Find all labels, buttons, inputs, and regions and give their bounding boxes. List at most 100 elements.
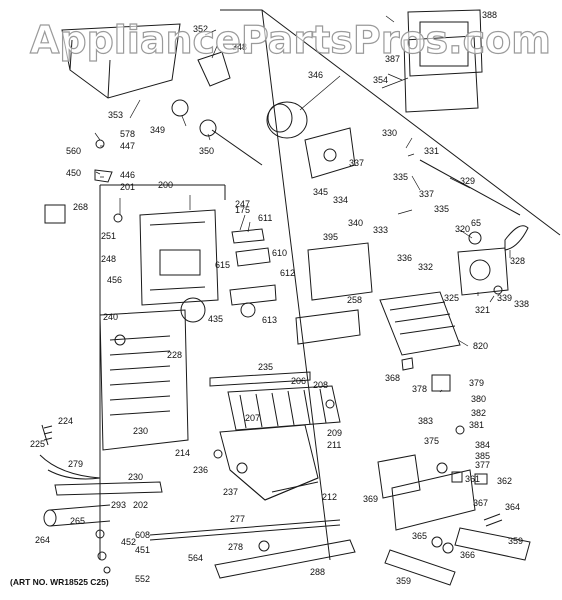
dispenser-frame-388 xyxy=(407,9,483,77)
evaporator-247 xyxy=(139,209,219,306)
part-label-451: 451 xyxy=(135,545,150,555)
part-label-613: 613 xyxy=(262,315,277,325)
part-label-380: 380 xyxy=(471,394,486,404)
part-label-610: 610 xyxy=(272,248,287,258)
part-label-375: 375 xyxy=(424,436,439,446)
part-label-369: 369 xyxy=(363,494,378,504)
fan-bracket-612 xyxy=(229,284,277,306)
kickplate-288 xyxy=(214,539,356,579)
fan-motor-346 xyxy=(266,101,308,139)
shelf-235 xyxy=(209,371,311,387)
part-label-388: 388 xyxy=(482,10,497,20)
part-label-352: 352 xyxy=(193,24,208,34)
part-label-359a: 359 xyxy=(396,576,411,586)
part-label-214: 214 xyxy=(175,448,190,458)
evaporator-coil-228 xyxy=(99,309,189,451)
part-label-251: 251 xyxy=(101,231,116,241)
part-label-335a: 335 xyxy=(393,172,408,182)
part-label-206: 206 xyxy=(291,376,306,386)
part-label-328: 328 xyxy=(510,256,525,266)
part-label-446: 446 xyxy=(120,170,135,180)
part-label-278: 278 xyxy=(228,542,243,552)
part-label-364: 364 xyxy=(505,502,520,512)
part-label-207: 207 xyxy=(245,413,260,423)
part-label-552: 552 xyxy=(135,574,150,584)
part-label-248: 248 xyxy=(101,254,116,264)
part-label-279: 279 xyxy=(68,459,83,469)
part-label-320: 320 xyxy=(455,224,470,234)
part-label-456: 456 xyxy=(107,275,122,285)
part-label-348: 348 xyxy=(232,42,247,52)
part-label-175: 175 xyxy=(235,205,250,215)
part-label-611: 611 xyxy=(258,213,272,223)
part-label-340: 340 xyxy=(348,218,363,228)
part-label-321: 321 xyxy=(475,305,490,315)
part-label-560: 560 xyxy=(66,146,81,156)
part-label-379: 379 xyxy=(469,378,484,388)
part-label-367: 367 xyxy=(473,498,488,508)
part-label-450: 450 xyxy=(66,168,81,178)
part-label-345: 345 xyxy=(313,187,328,197)
dispenser-frame-387 xyxy=(403,35,479,113)
part-label-346: 346 xyxy=(308,70,323,80)
grommet-349 xyxy=(171,99,189,117)
part-label-225: 225 xyxy=(30,439,45,449)
part-label-212: 212 xyxy=(322,492,337,502)
part-label-435: 435 xyxy=(208,314,223,324)
paddle-328 xyxy=(504,225,529,251)
part-label-339: 339 xyxy=(497,293,512,303)
part-label-615: 615 xyxy=(215,260,230,270)
spring-350 xyxy=(199,119,217,137)
part-label-336: 336 xyxy=(397,253,412,263)
part-label-335b: 335 xyxy=(434,204,449,214)
part-label-387: 387 xyxy=(385,54,400,64)
part-label-331: 331 xyxy=(424,146,439,156)
part-label-201: 201 xyxy=(120,182,135,192)
part-label-325: 325 xyxy=(444,293,459,303)
part-label-612: 612 xyxy=(280,268,295,278)
part-label-452: 452 xyxy=(121,537,136,547)
valve-block xyxy=(391,469,476,531)
part-label-211: 211 xyxy=(327,440,341,450)
part-label-224: 224 xyxy=(58,416,73,426)
part-label-337b: 337 xyxy=(419,189,434,199)
part-label-332: 332 xyxy=(418,262,433,272)
ice-bucket xyxy=(61,23,181,99)
part-label-365: 365 xyxy=(412,531,427,541)
cover-395 xyxy=(307,242,373,301)
valve-369 xyxy=(377,454,421,499)
part-label-366: 366 xyxy=(460,550,475,560)
part-label-240: 240 xyxy=(103,312,118,322)
part-label-237: 237 xyxy=(223,487,238,497)
part-label-382: 382 xyxy=(471,408,486,418)
part-label-202: 202 xyxy=(133,500,148,510)
part-label-354: 354 xyxy=(373,75,388,85)
solenoid-378 xyxy=(431,374,451,392)
channel-202 xyxy=(54,481,163,496)
part-label-350: 350 xyxy=(199,146,214,156)
part-label-385: 385 xyxy=(475,451,490,461)
drain-tube-225 xyxy=(39,454,101,480)
part-label-258: 258 xyxy=(347,295,362,305)
part-label-820: 820 xyxy=(473,341,488,351)
bracket-359a xyxy=(384,549,456,586)
part-label-337a: 337 xyxy=(349,158,364,168)
part-label-209: 209 xyxy=(327,428,342,438)
bracket-348 xyxy=(197,51,231,87)
icemaker-motor-325 xyxy=(457,247,509,296)
bracket-610 xyxy=(235,247,271,267)
part-label-265: 265 xyxy=(70,516,85,526)
trim-258 xyxy=(295,309,361,345)
part-label-264: 264 xyxy=(35,535,50,545)
part-label-277: 277 xyxy=(230,514,245,524)
part-label-447: 447 xyxy=(120,141,135,151)
heater-224 xyxy=(41,424,53,446)
cabinet-outline xyxy=(99,9,561,561)
part-label-65: 65 xyxy=(471,218,481,228)
bracket-611 xyxy=(231,228,265,244)
part-label-384: 384 xyxy=(475,440,490,450)
part-label-247: 247 xyxy=(235,199,250,209)
wire-shelf-206 xyxy=(227,385,341,431)
